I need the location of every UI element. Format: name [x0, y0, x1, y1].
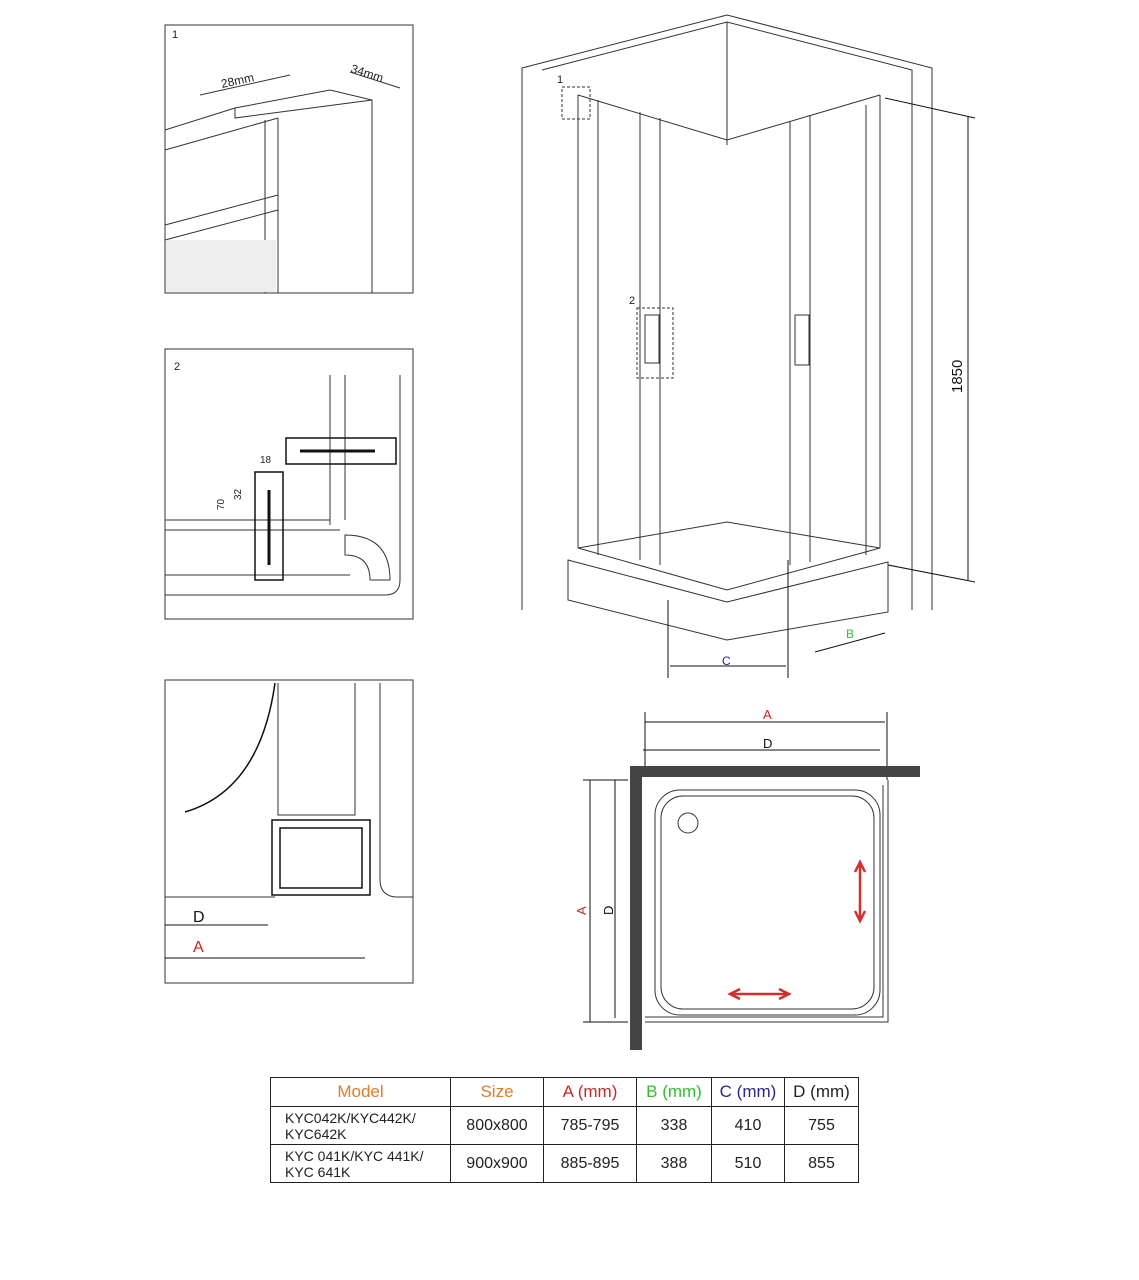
- label-a: A: [193, 939, 204, 956]
- detail-panel-3: D A: [164, 679, 414, 984]
- cell-a: 785-795: [543, 1106, 637, 1145]
- cell-a: 885-895: [543, 1144, 637, 1183]
- cell-model: KYC042K/KYC442K/KYC642K: [270, 1106, 451, 1145]
- table-row: KYC042K/KYC442K/KYC642K 800x800 785-795 …: [270, 1106, 859, 1145]
- cell-c: 410: [711, 1106, 785, 1145]
- dimensions-table: Model Size A (mm) B (mm) C (mm) D (mm) K…: [270, 1077, 859, 1183]
- cell-b: 388: [636, 1144, 712, 1183]
- model-line: KYC 641K: [285, 1163, 351, 1180]
- cell-d: 755: [784, 1106, 859, 1145]
- header-b: B (mm): [636, 1077, 712, 1107]
- cell-model: KYC 041K/KYC 441K/KYC 641K: [270, 1144, 451, 1183]
- label-d: D: [193, 909, 205, 926]
- detail-panel-1: 1 28mm 34mm: [164, 24, 414, 294]
- header-size: Size: [450, 1077, 544, 1107]
- height-dimension: 1850: [949, 360, 966, 393]
- dim-70: 70: [216, 498, 227, 510]
- model-line: KYC642K: [285, 1125, 347, 1142]
- dim-32: 32: [233, 488, 244, 500]
- cell-size: 900x900: [450, 1144, 544, 1183]
- table-header-row: Model Size A (mm) B (mm) C (mm) D (mm): [270, 1077, 859, 1107]
- plan-label-a-top: A: [763, 707, 772, 722]
- table-row: KYC 041K/KYC 441K/KYC 641K 900x900 885-8…: [270, 1144, 859, 1183]
- plan-label-a-side: A: [574, 906, 589, 915]
- callout-2: 2: [629, 295, 635, 307]
- dim-18: 18: [260, 455, 272, 466]
- cell-b: 338: [636, 1106, 712, 1145]
- panel-number: 2: [174, 361, 180, 373]
- label-b: B: [846, 627, 854, 641]
- header-d: D (mm): [784, 1077, 859, 1107]
- callout-1: 1: [557, 74, 563, 86]
- perspective-enclosure: 1 2 1850 C B: [521, 14, 976, 678]
- detail-panel-2: 2 18 32 70: [164, 348, 414, 620]
- dim-34mm: 34mm: [349, 62, 385, 86]
- dim-28mm: 28mm: [220, 70, 256, 91]
- plan-view: A D A D: [574, 707, 920, 1050]
- panel-number: 1: [172, 29, 178, 41]
- header-model: Model: [270, 1077, 451, 1107]
- header-c: C (mm): [711, 1077, 785, 1107]
- model-line: KYC042K/KYC442K/: [285, 1109, 416, 1126]
- plan-label-d-side: D: [601, 906, 616, 915]
- cell-d: 855: [784, 1144, 859, 1183]
- cell-c: 510: [711, 1144, 785, 1183]
- header-a: A (mm): [543, 1077, 637, 1107]
- plan-label-d-top: D: [763, 736, 772, 751]
- model-line: KYC 041K/KYC 441K/: [285, 1147, 424, 1164]
- label-c: C: [722, 654, 731, 668]
- cell-size: 800x800: [450, 1106, 544, 1145]
